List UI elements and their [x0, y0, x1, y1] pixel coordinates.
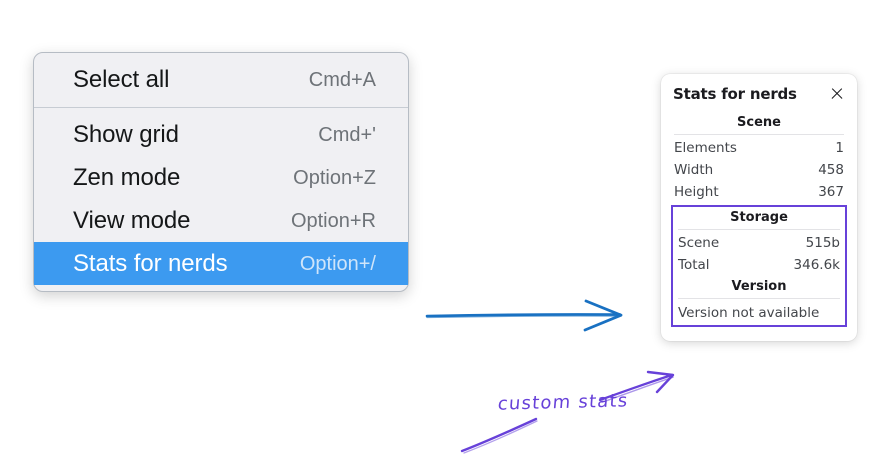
section-divider — [678, 229, 840, 230]
stat-value: 515b — [805, 235, 840, 251]
custom-stats-highlight-box: Storage Scene 515b Total 346.6k Version … — [671, 205, 847, 327]
purple-underline-stroke — [460, 417, 538, 454]
stat-label: Width — [674, 162, 714, 178]
annotation-label-custom-stats: custom stats — [497, 390, 630, 415]
canvas-context-menu[interactable]: Select all Cmd+A Show grid Cmd+' Zen mod… — [33, 52, 409, 292]
version-note: Version not available — [678, 305, 820, 321]
stat-label: Scene — [678, 235, 720, 251]
section-divider — [674, 134, 844, 135]
menu-item-label: Stats for nerds — [73, 249, 228, 277]
stat-row-storage-scene: Scene 515b — [676, 232, 842, 254]
menu-item-zen-mode[interactable]: Zen mode Option+Z — [34, 156, 408, 199]
close-icon[interactable] — [829, 86, 845, 102]
blue-arrow-menu-to-panel — [425, 299, 623, 332]
menu-item-label: View mode — [73, 206, 191, 234]
menu-divider — [34, 107, 408, 108]
stats-panel-header: Stats for nerds — [672, 85, 846, 103]
stat-label: Height — [674, 184, 719, 200]
section-heading-scene: Scene — [737, 115, 781, 130]
menu-group-2: Show grid Cmd+' Zen mode Option+Z View m… — [34, 113, 408, 285]
stat-row-storage-total: Total 346.6k — [676, 254, 842, 276]
menu-item-label: Show grid — [73, 120, 179, 148]
menu-item-shortcut: Option+Z — [293, 166, 376, 189]
menu-item-shortcut: Option+R — [290, 209, 376, 232]
stat-row-width: Width 458 — [672, 159, 846, 181]
stat-value: 346.6k — [793, 257, 840, 273]
menu-item-view-mode[interactable]: View mode Option+R — [34, 199, 408, 242]
section-heading-version: Version — [731, 279, 787, 294]
stat-row-elements: Elements 1 — [672, 137, 846, 159]
menu-item-label: Select all — [73, 65, 170, 93]
stat-label: Elements — [674, 140, 737, 156]
section-divider — [678, 298, 840, 299]
section-heading-storage: Storage — [730, 210, 788, 225]
menu-item-shortcut: Option+/ — [299, 252, 376, 275]
menu-item-shortcut: Cmd+A — [308, 68, 376, 91]
stat-value: 367 — [818, 184, 844, 200]
stat-value: 1 — [835, 140, 844, 156]
menu-item-show-grid[interactable]: Show grid Cmd+' — [34, 113, 408, 156]
menu-item-select-all[interactable]: Select all Cmd+A — [34, 58, 408, 101]
stat-label: Total — [678, 257, 710, 273]
stat-value: 458 — [818, 162, 844, 178]
menu-item-label: Zen mode — [73, 163, 181, 191]
menu-group-1: Select all Cmd+A — [34, 58, 408, 101]
menu-item-stats-for-nerds[interactable]: Stats for nerds Option+/ — [34, 242, 408, 285]
stat-row-height: Height 367 — [672, 181, 846, 203]
stats-panel-title: Stats for nerds — [673, 85, 797, 103]
menu-item-shortcut: Cmd+' — [318, 123, 376, 146]
stats-for-nerds-panel: Stats for nerds Scene Elements 1 Width 4… — [661, 74, 857, 341]
